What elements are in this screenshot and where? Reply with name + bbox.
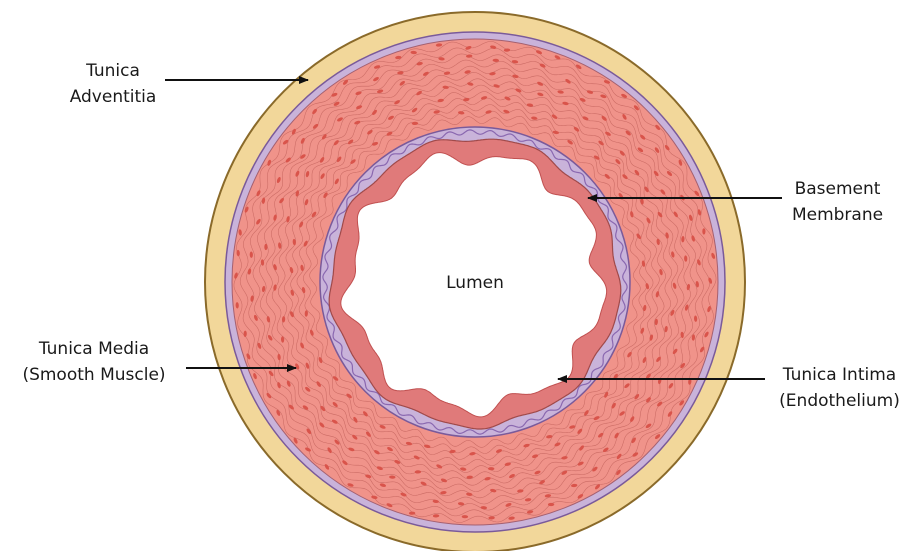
label-basement-membrane-line1: Basement: [780, 176, 895, 202]
label-tunica-intima-line2: (Endothelium): [767, 388, 912, 414]
label-tunica-media: Tunica Media (Smooth Muscle): [4, 336, 184, 388]
label-tunica-adventitia: Tunica Adventitia: [58, 58, 168, 110]
label-tunica-adventitia-line2: Adventitia: [58, 84, 168, 110]
label-lumen-text: Lumen: [430, 270, 520, 296]
label-tunica-intima: Tunica Intima (Endothelium): [767, 362, 912, 414]
label-tunica-media-line1: Tunica Media: [4, 336, 184, 362]
label-basement-membrane: Basement Membrane: [780, 176, 895, 228]
label-basement-membrane-line2: Membrane: [780, 202, 895, 228]
label-tunica-media-line2: (Smooth Muscle): [4, 362, 184, 388]
label-tunica-intima-line1: Tunica Intima: [767, 362, 912, 388]
label-tunica-adventitia-line1: Tunica: [58, 58, 168, 84]
label-lumen: Lumen: [430, 270, 520, 296]
